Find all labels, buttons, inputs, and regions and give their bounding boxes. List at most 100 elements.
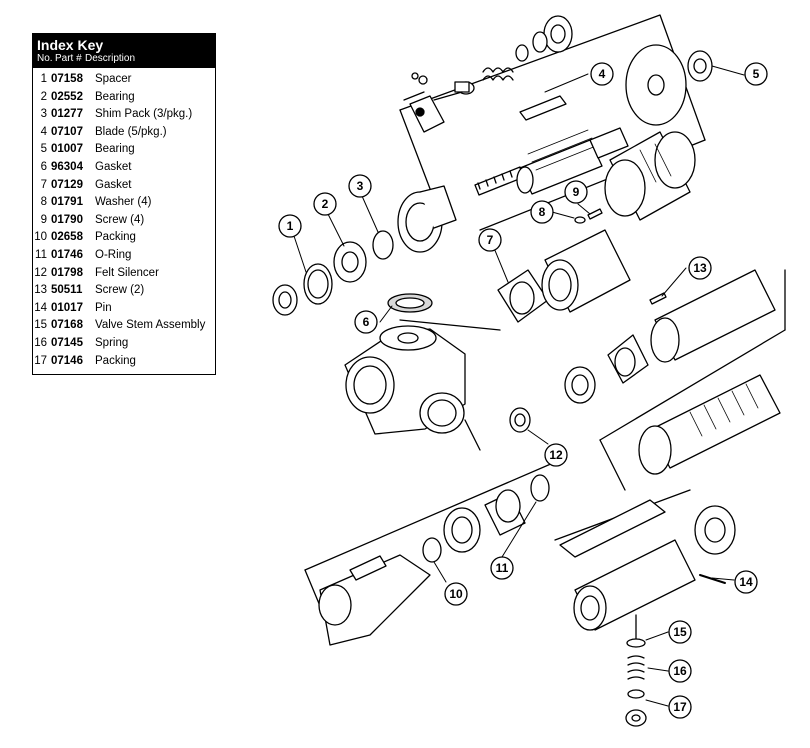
index-key-row: 15 07168 Valve Stem Assembly — [33, 317, 215, 335]
callout-9: 9 — [564, 180, 588, 204]
grip-sleeve — [650, 269, 776, 363]
handle-assembly-bracket — [599, 269, 786, 491]
callout-11: 11 — [490, 556, 514, 580]
row-number: 9 — [40, 213, 47, 226]
callout-circle — [688, 256, 712, 280]
cylinder-sleeve — [604, 131, 696, 221]
callout-circle — [564, 180, 588, 204]
row-number: 12 — [34, 266, 47, 279]
throttle-lever — [559, 499, 666, 558]
row-description: Washer (4) — [95, 196, 152, 209]
callout-circle — [734, 570, 758, 594]
row-description: Felt Silencer — [95, 266, 159, 279]
callout-circle — [278, 214, 302, 238]
row-part-number: 01007 — [51, 143, 83, 156]
ribbed-handle — [638, 374, 781, 475]
part-17-packing — [625, 689, 647, 727]
row-number: 15 — [34, 319, 47, 332]
row-part-number: 96304 — [51, 160, 83, 173]
row-part-number: 07168 — [51, 319, 83, 332]
part-1-spacer — [272, 263, 333, 316]
row-description: Valve Stem Assembly — [95, 319, 206, 332]
row-part-number: 01017 — [51, 301, 83, 314]
callout-2: 2 — [313, 192, 337, 216]
part-16-spring — [627, 655, 645, 680]
row-description: Gasket — [95, 160, 132, 173]
callout-8: 8 — [530, 200, 554, 224]
row-part-number: 01277 — [51, 108, 83, 121]
row-part-number: 02658 — [51, 231, 83, 244]
callout-14: 14 — [734, 570, 758, 594]
inlet-bushing — [694, 505, 736, 555]
callout-number: 9 — [573, 185, 580, 199]
row-number: 4 — [40, 125, 47, 138]
callout-number: 16 — [673, 664, 687, 678]
callout-circle — [444, 582, 468, 606]
index-key-row: 9 01790 Screw (4) — [33, 212, 215, 230]
callout-circle — [744, 62, 768, 86]
row-part-number: 07158 — [51, 73, 83, 85]
row-number: 14 — [34, 301, 47, 314]
row-part-number: 50511 — [51, 284, 83, 297]
row-part-number: 02552 — [51, 90, 83, 103]
part-7-gasket — [497, 269, 549, 323]
callout-number: 3 — [357, 179, 364, 193]
row-description: Screw (4) — [95, 213, 145, 226]
row-description: Packing — [95, 231, 136, 244]
row-number: 7 — [40, 178, 47, 191]
index-key-row: 12 01798 Felt Silencer — [33, 265, 215, 283]
index-key-title: Index Key — [37, 37, 104, 53]
row-description: Spacer — [95, 73, 132, 85]
row-description: Screw (2) — [95, 284, 145, 297]
callout-circle — [668, 620, 692, 644]
callout-circle — [348, 174, 372, 198]
front-bearing-disc — [625, 44, 713, 126]
column-header-description: Description — [85, 53, 136, 64]
row-description: O-Ring — [95, 248, 132, 261]
row-number: 11 — [35, 248, 47, 261]
row-part-number: 07145 — [51, 336, 83, 349]
callout-12: 12 — [544, 443, 568, 467]
callout-number: 13 — [693, 261, 707, 275]
callout-number: 17 — [673, 700, 687, 714]
row-number: 8 — [40, 196, 47, 209]
part-14-pin — [699, 574, 726, 584]
callout-circle — [668, 695, 692, 719]
part-11-o-ring — [530, 474, 550, 502]
part-6-gasket — [387, 293, 433, 313]
part-8-9-washer-screw — [574, 208, 603, 224]
row-part-number: 01790 — [51, 213, 83, 226]
rotor-shaft — [474, 127, 629, 196]
leader-lines — [293, 65, 745, 707]
exhaust-fitting — [443, 489, 526, 553]
callout-circle — [544, 443, 568, 467]
part-10-packing — [422, 537, 442, 563]
rear-end-plate — [403, 91, 463, 133]
callout-number: 4 — [599, 67, 606, 81]
row-part-number: 07146 — [51, 354, 83, 367]
callout-16: 16 — [668, 659, 692, 683]
callout-circle — [668, 659, 692, 683]
front-housing — [541, 229, 631, 313]
callout-number: 12 — [549, 448, 563, 462]
callout-17: 17 — [668, 695, 692, 719]
row-number: 2 — [40, 90, 47, 103]
callout-circle — [530, 200, 554, 224]
row-part-number: 01798 — [51, 266, 83, 279]
callout-13: 13 — [688, 256, 712, 280]
callout-3: 3 — [348, 174, 372, 198]
end-plate-housing — [397, 185, 457, 253]
row-number: 6 — [40, 160, 47, 173]
callout-15: 15 — [668, 620, 692, 644]
